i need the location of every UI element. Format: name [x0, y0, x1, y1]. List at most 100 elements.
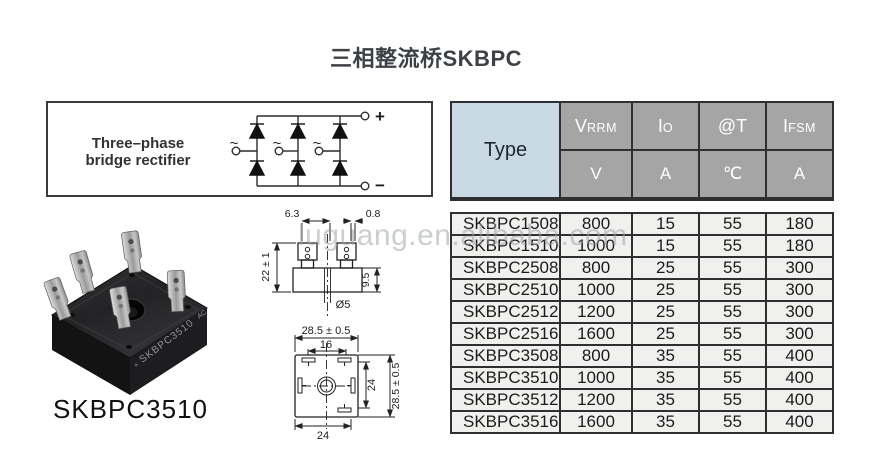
- cell-io: 25: [633, 302, 698, 322]
- dc-minus-terminal-icon: [360, 181, 370, 191]
- diode-icons: [248, 122, 349, 176]
- dim-label-total-height: 22 ± 1: [260, 252, 272, 281]
- diode-icon: [248, 159, 266, 176]
- bridge-circuit-schematic: ~ ~ ~ + −: [230, 107, 385, 195]
- cell-type: SKBPC2510: [452, 280, 559, 300]
- cell-io: 15: [633, 236, 698, 256]
- cell-ifsm: 300: [767, 302, 832, 322]
- cell-at: 55: [700, 412, 765, 432]
- cell-at: 55: [700, 324, 765, 344]
- plus-label: +: [375, 107, 385, 126]
- terminal-tab-icon: [121, 230, 142, 274]
- header-type: Type: [452, 103, 559, 197]
- corner-hole: [126, 345, 132, 349]
- module-left-face: [52, 315, 130, 395]
- cell-at: 55: [700, 302, 765, 322]
- page-title: 三相整流桥SKBPC: [330, 46, 523, 71]
- cell-at: 55: [700, 258, 765, 278]
- minus-label: −: [375, 176, 385, 195]
- unit-io: A: [633, 151, 698, 197]
- ac-tilde-symbol: ~: [230, 135, 239, 152]
- table-row: SKBPC3516 1600 35 55 400: [452, 412, 832, 432]
- cell-vrrm: 1000: [561, 280, 631, 300]
- diode-icon: [331, 159, 349, 176]
- cell-ifsm: 300: [767, 280, 832, 300]
- cell-vrrm: 800: [561, 258, 631, 278]
- ac-tilde-symbol: ~: [313, 135, 322, 152]
- cell-io: 35: [633, 390, 698, 410]
- circuit-caption-line1: Three–phase: [91, 135, 185, 152]
- unit-ifsm: A: [767, 151, 832, 197]
- unit-vrrm: V: [561, 151, 631, 197]
- terminal-tab-icon: [166, 269, 186, 313]
- cell-io: 25: [633, 324, 698, 344]
- cell-io: 25: [633, 258, 698, 278]
- product-photo: + SKBPC3510 AC: [43, 230, 208, 395]
- cell-type: SKBPC2516: [452, 324, 559, 344]
- cell-io: 15: [633, 214, 698, 234]
- cell-ifsm: 180: [767, 214, 832, 234]
- terminal-tab-icon: [69, 250, 95, 294]
- dim-label-tab-span: 16: [320, 339, 332, 351]
- cell-type: SKBPC3512: [452, 390, 559, 410]
- diode-icon: [289, 159, 307, 176]
- table-row: SKBPC3510 1000 35 55 400: [452, 368, 832, 388]
- circuit-caption: Three–phase bridge rectifier: [63, 135, 213, 169]
- dim-label-outer-height: 28.5 ± 0.5: [390, 363, 402, 410]
- header-ifsm: IFSM: [767, 103, 832, 149]
- diode-icon: [248, 122, 266, 139]
- ac-terminal-icon: [274, 146, 284, 156]
- dim-label-body-height: 9.5: [360, 273, 372, 288]
- dc-plus-terminal-icon: [360, 111, 370, 121]
- cell-type: SKBPC2508: [452, 258, 559, 278]
- cell-at: 55: [700, 346, 765, 366]
- header-at: @T: [700, 103, 765, 149]
- cell-io: 35: [633, 346, 698, 366]
- cell-vrrm: 1600: [561, 412, 631, 432]
- cell-type: SKBPC3516: [452, 412, 559, 432]
- cell-type: SKBPC2512: [452, 302, 559, 322]
- dim-label-bottom-width: 24: [317, 430, 329, 442]
- module-right-face: [130, 308, 207, 395]
- ac-terminal-icon: [314, 146, 324, 156]
- cell-ifsm: 400: [767, 368, 832, 388]
- cell-io: 25: [633, 280, 698, 300]
- cell-ifsm: 400: [767, 390, 832, 410]
- header-io: IO: [633, 103, 698, 149]
- cell-type: SKBPC1508: [452, 214, 559, 234]
- cell-vrrm: 800: [561, 346, 631, 366]
- cell-type: SKBPC3510: [452, 368, 559, 388]
- table-row: SKBPC2512 1200 25 55 300: [452, 302, 832, 322]
- cell-io: 35: [633, 412, 698, 432]
- cell-vrrm: 1000: [561, 368, 631, 388]
- cell-ifsm: 400: [767, 412, 832, 432]
- cell-ifsm: 400: [767, 346, 832, 366]
- corner-hole: [129, 273, 135, 277]
- cell-type: SKBPC1510: [452, 236, 559, 256]
- terminal-tab-icon: [43, 277, 72, 321]
- ac-terminal-icon: [231, 146, 241, 156]
- corner-hole: [185, 305, 191, 309]
- cell-vrrm: 1200: [561, 302, 631, 322]
- cell-ifsm: 300: [767, 324, 832, 344]
- table-row: SKBPC1508 800 15 55 180: [452, 214, 832, 234]
- cell-ifsm: 300: [767, 258, 832, 278]
- diode-icon: [331, 122, 349, 139]
- cell-ifsm: 180: [767, 236, 832, 256]
- table-row: SKBPC2508 800 25 55 300: [452, 258, 832, 278]
- circuit-caption-line2: bridge rectifier: [85, 152, 191, 169]
- dim-label-hole-diameter: Ø5: [336, 299, 351, 311]
- dim-label-outer-width: 28.5 ± 0.5: [302, 325, 351, 337]
- dim-label-tab-width: 6.3: [285, 208, 300, 220]
- cell-at: 55: [700, 390, 765, 410]
- cell-at: 55: [700, 214, 765, 234]
- cell-io: 35: [633, 368, 698, 388]
- dim-label-pin-thickness: 0.8: [366, 208, 381, 220]
- table-row: SKBPC2516 1600 25 55 300: [452, 324, 832, 344]
- spec-table-body: SKBPC1508 800 15 55 180 SKBPC1510 1000 1…: [450, 212, 834, 434]
- terminal-tab-icon: [109, 285, 131, 330]
- cell-vrrm: 1200: [561, 390, 631, 410]
- unit-at: ℃: [700, 151, 765, 197]
- cell-type: SKBPC3508: [452, 346, 559, 366]
